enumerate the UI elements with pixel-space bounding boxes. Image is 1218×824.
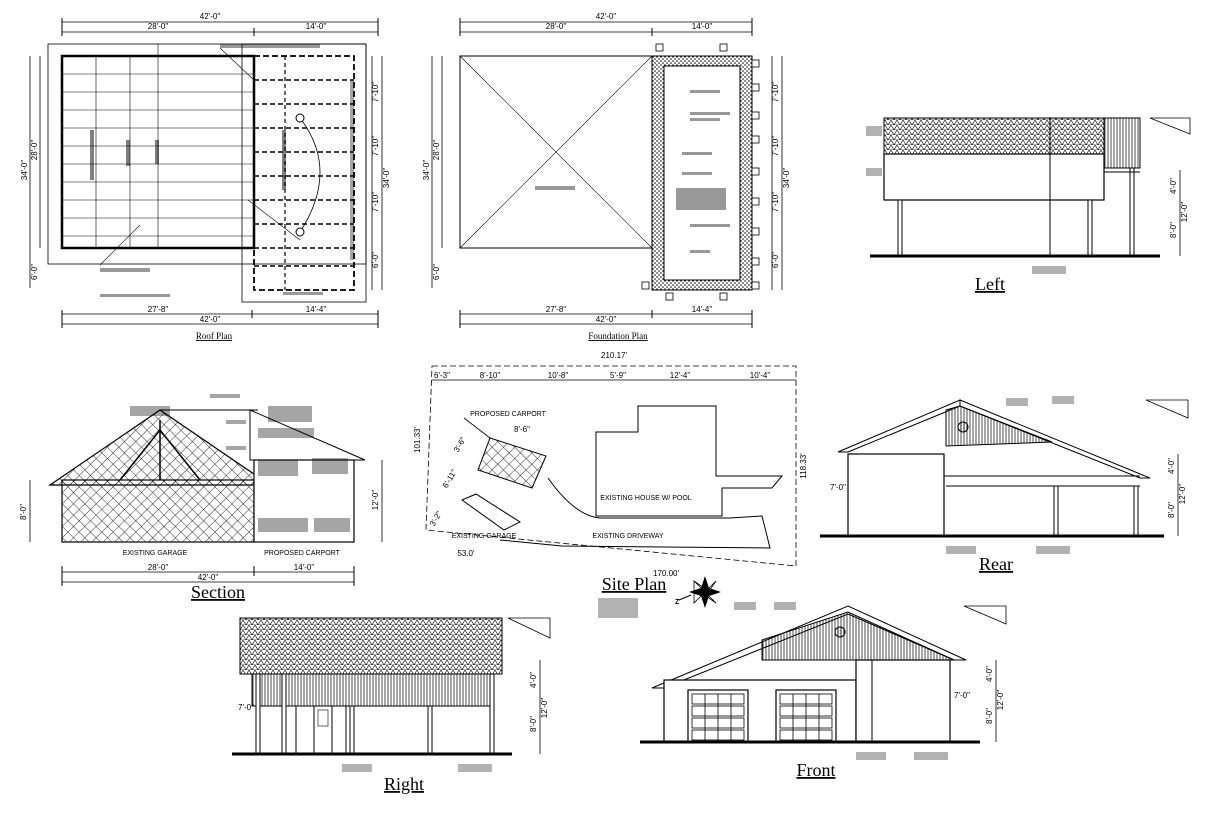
left-elevation: 4'-0" 8'-0" 12'-0" Left xyxy=(866,117,1191,294)
rear-elevation: 4'-0" 8'-0" 12'-0" 7'-0" Rear xyxy=(820,396,1189,574)
site-label-garage: EXISTING GARAGE xyxy=(452,533,517,540)
rear-dim-c: 12'-0" xyxy=(1178,484,1187,505)
front-dim-d: 7'-0" xyxy=(954,691,970,700)
site-dim-b: 6'-11" xyxy=(441,468,459,490)
right-dim-b: 8'-0" xyxy=(529,716,538,732)
right-dim-a: 4'-0" xyxy=(529,672,538,688)
roof-dim-top-left: 28'-0" xyxy=(148,22,169,31)
roof-dim-top-right: 14'-0" xyxy=(306,22,327,31)
roof-dim-left-outer: 34'-0" xyxy=(20,160,29,181)
site-dim-a: 3'-6" xyxy=(452,435,468,453)
svg-text:Z: Z xyxy=(675,599,680,606)
section-dim-height-right: 12'-0" xyxy=(371,490,380,511)
found-dim-right-2: 7'-10" xyxy=(771,136,780,157)
left-dim-a: 4'-0" xyxy=(1169,178,1178,194)
garage-door-left xyxy=(687,689,749,743)
north-arrow-icon: Z xyxy=(675,576,721,608)
roof-dim-right-2: 7'-10" xyxy=(371,136,380,157)
left-dim-c: 12'-0" xyxy=(1180,202,1189,223)
left-elevation-title: Left xyxy=(975,274,1005,294)
front-dim-c: 12'-0" xyxy=(996,690,1005,711)
found-dim-bottom-total: 42'-0" xyxy=(596,315,617,324)
left-dim-b: 8'-0" xyxy=(1169,222,1178,238)
site-plan-title: Site Plan xyxy=(602,574,667,594)
site-dim-seg-5: 12'-4" xyxy=(670,371,691,380)
right-elevation-title: Right xyxy=(384,774,424,794)
site-label-house: EXISTING HOUSE W/ POOL xyxy=(600,495,692,502)
section-dim-right: 14'-0" xyxy=(294,563,315,572)
site-label-driveway: EXISTING DRIVEWAY xyxy=(592,533,664,540)
section-title: Section xyxy=(191,582,245,602)
site-dim-seg-3: 10'-8" xyxy=(548,371,569,380)
site-dim-left: 101.33' xyxy=(413,427,422,453)
found-dim-right-1: 7'-10" xyxy=(771,82,780,103)
front-dim-b: 8'-0" xyxy=(985,708,994,724)
found-dim-left-outer: 34'-0" xyxy=(422,160,431,181)
site-dim-carport-w: 8'-6" xyxy=(514,425,530,434)
foundation-plan-title: Foundation Plan xyxy=(588,331,648,341)
rear-elevation-title: Rear xyxy=(979,554,1013,574)
garage-door-right xyxy=(775,689,837,743)
rear-dim-b: 8'-0" xyxy=(1167,502,1176,518)
site-dim-bottom: 53.0' xyxy=(457,549,475,558)
site-dim-top-total: 210.17' xyxy=(601,351,627,360)
right-dim-d: 7'-0" xyxy=(238,703,254,712)
found-dim-left-inner: 28'-0" xyxy=(432,140,441,161)
roof-dim-bottom-left: 27'-8" xyxy=(148,305,169,314)
site-label-carport: PROPOSED CARPORT xyxy=(470,411,546,418)
front-dim-a: 4'-0" xyxy=(985,666,994,682)
site-dim-c: 3'-2" xyxy=(428,509,444,527)
section-dim-height-left: 8'-0" xyxy=(19,504,28,520)
front-elevation-title: Front xyxy=(796,760,835,780)
roof-dim-bottom-total: 42'-0" xyxy=(200,315,221,324)
found-dim-bottom-right: 14'-4" xyxy=(692,305,713,314)
right-elevation: 4'-0" 8'-0" 12'-0" 7'-0" Right xyxy=(232,617,551,794)
found-dim-right-4: 6'-0" xyxy=(771,252,780,268)
rear-dim-d: 7'-0" xyxy=(830,483,846,492)
roof-dim-right-3: 7'-10" xyxy=(371,192,380,213)
site-dim-right: 118.33' xyxy=(799,453,808,479)
found-dim-top-left: 28'-0" xyxy=(546,22,567,31)
roof-plan-title: Roof Plan xyxy=(196,331,233,341)
roof-plan: 42'-0" 28'-0" 14'-0" xyxy=(20,12,391,341)
site-dim-seg-1: 6'-3" xyxy=(434,371,450,380)
site-dim-seg-6: 10'-4" xyxy=(750,371,771,380)
found-dim-top-right: 14'-0" xyxy=(692,22,713,31)
roof-dim-bottom-right: 14'-4" xyxy=(306,305,327,314)
found-dim-right-total: 34'-0" xyxy=(782,168,791,189)
roof-dim-top-total: 42'-0" xyxy=(200,12,221,21)
site-dim-seg-4: 5'-9" xyxy=(610,371,626,380)
section: EXISTING GARAGE PROPOSED CARPORT 28'-0" … xyxy=(19,394,383,602)
section-label-garage: EXISTING GARAGE xyxy=(123,550,188,557)
site-plan: 210.17' 6'-3" 8'-10" 10'-8" 5'-9" 12'-4"… xyxy=(413,351,808,618)
section-dim-total: 42'-0" xyxy=(198,573,219,582)
roof-dim-right-1: 7'-10" xyxy=(371,82,380,103)
roof-dim-right-total: 34'-0" xyxy=(382,168,391,189)
site-dim-bottom-right: 170.00' xyxy=(653,569,679,578)
site-dim-seg-2: 8'-10" xyxy=(480,371,501,380)
roof-dim-left-small: 6'-0" xyxy=(30,264,39,280)
section-dim-left: 28'-0" xyxy=(148,563,169,572)
found-dim-left-small: 6'-0" xyxy=(432,264,441,280)
section-label-carport: PROPOSED CARPORT xyxy=(264,550,340,557)
roof-dim-right-4: 6'-0" xyxy=(371,252,380,268)
found-dim-right-3: 7'-10" xyxy=(771,192,780,213)
rear-dim-a: 4'-0" xyxy=(1167,458,1176,474)
roof-dim-left-inner: 28'-0" xyxy=(30,140,39,161)
front-elevation: 4'-0" 8'-0" 12'-0" 7'-0" Front xyxy=(640,602,1007,780)
foundation-plan: 42'-0" 28'-0" 14'-0" 34'-0" 28'-0" 6' xyxy=(422,12,791,341)
found-dim-top-total: 42'-0" xyxy=(596,12,617,21)
right-dim-c: 12'-0" xyxy=(540,698,549,719)
found-dim-bottom-left: 27'-8" xyxy=(546,305,567,314)
